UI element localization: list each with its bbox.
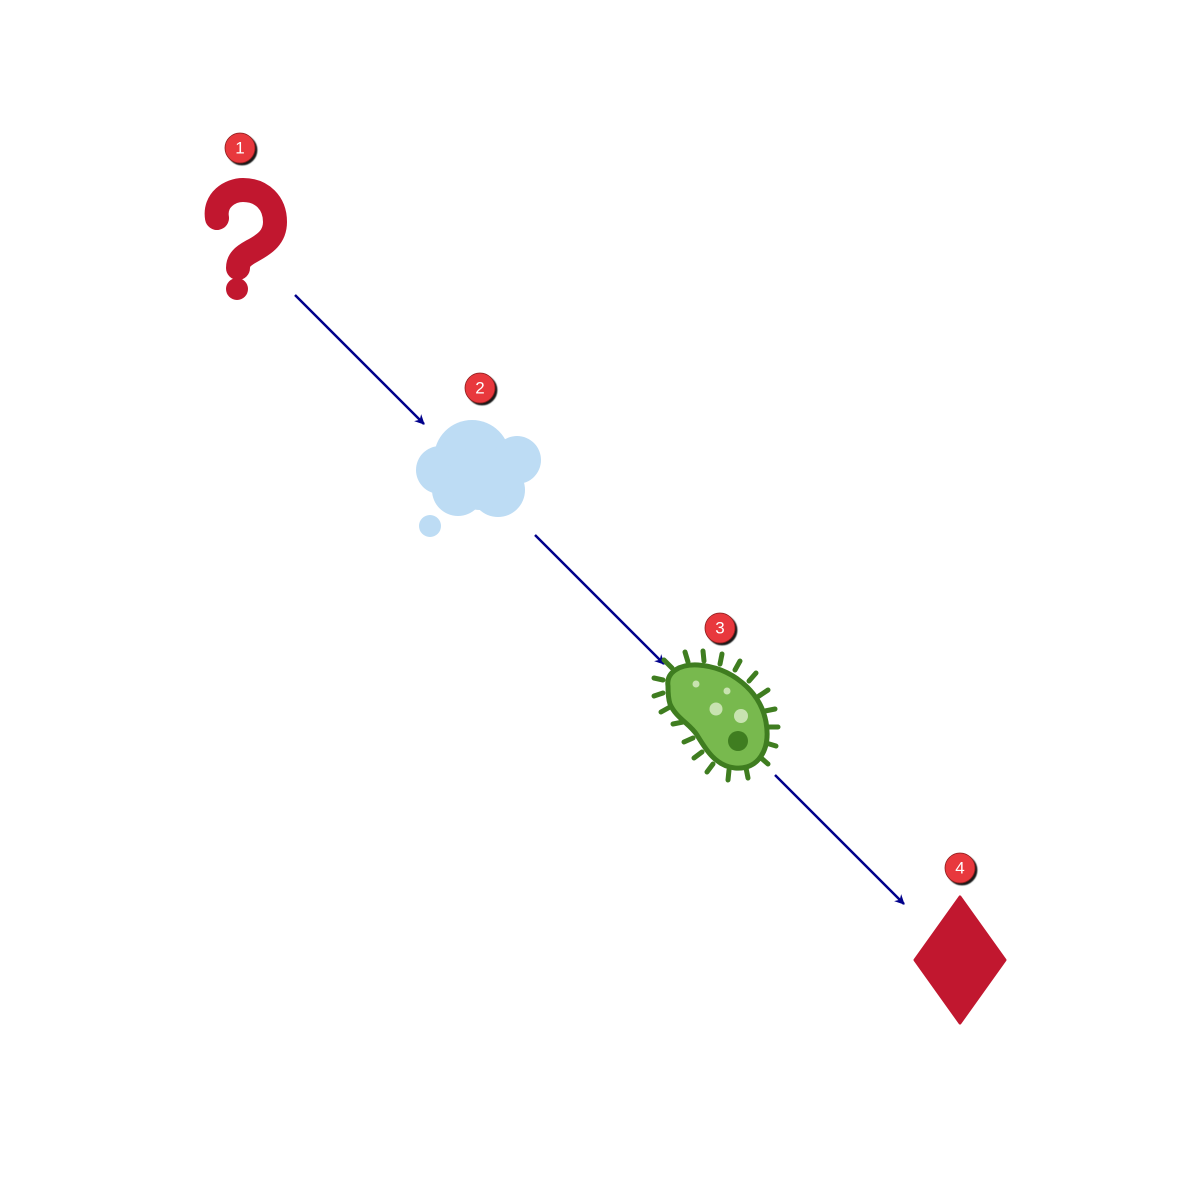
thought-bubble-icon (416, 420, 541, 537)
step-number: 4 (955, 859, 964, 878)
step-badge: 1 (224, 132, 256, 164)
connector-arrow-3-4 (774, 774, 905, 905)
step-4: 4 (913, 852, 1007, 1025)
step-badge: 4 (944, 852, 976, 884)
step-badge: 2 (464, 372, 496, 404)
step-badge: 3 (704, 612, 736, 644)
step-number: 3 (715, 619, 724, 638)
question-mark-icon (204, 178, 287, 300)
step-number: 1 (235, 139, 244, 158)
connector-arrow-2-3 (534, 534, 665, 665)
step-2: 2 (416, 372, 541, 537)
connector-arrow-1-2 (294, 294, 425, 425)
step-number: 2 (475, 379, 484, 398)
diamond-suit-icon (913, 895, 1007, 1025)
step-3: 3 (651, 612, 781, 783)
step-1: 1 (204, 132, 287, 300)
microbe-icon (651, 648, 781, 783)
